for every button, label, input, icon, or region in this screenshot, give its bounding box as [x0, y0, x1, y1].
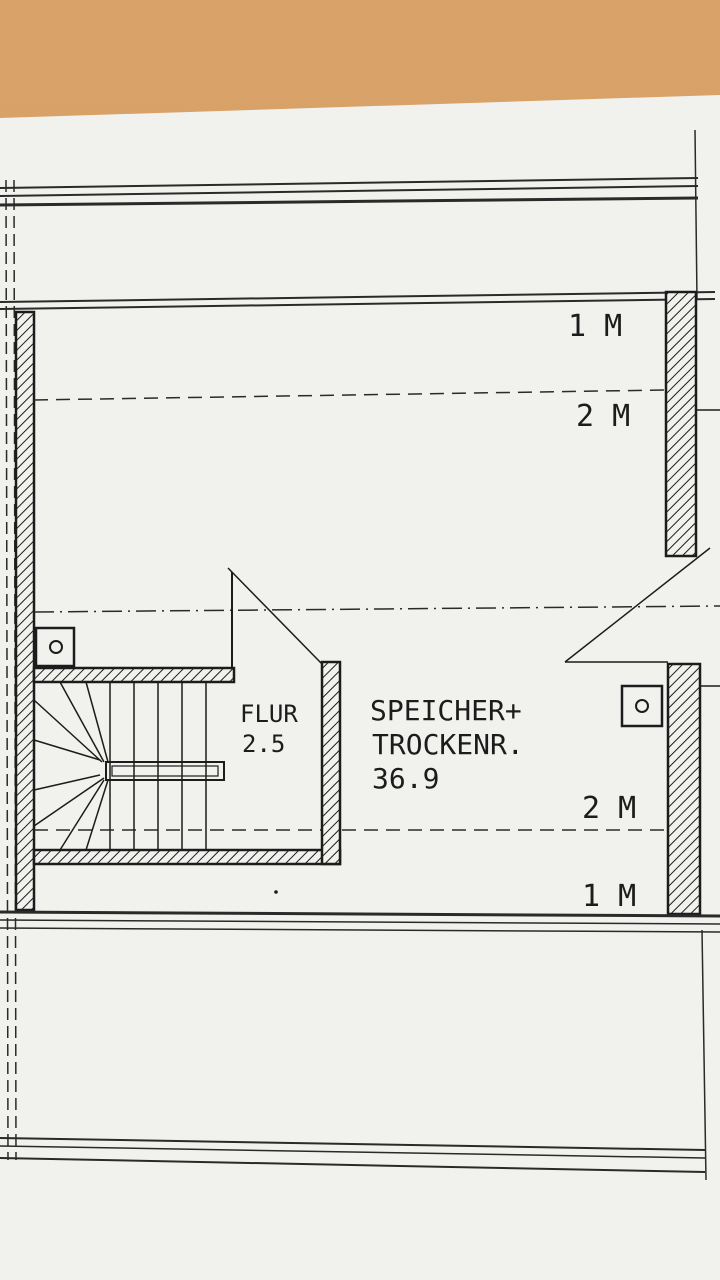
- right-door-swing: [564, 409, 720, 687]
- flur-door-swing: [227, 567, 323, 665]
- height-dashed-lines: [33, 389, 720, 831]
- speicher-label: SPEICHER+: [370, 694, 522, 727]
- right-wall-lower: [666, 662, 702, 916]
- height-mark-bottom-1m: 1 M: [582, 879, 636, 914]
- flur-label: FLUR: [240, 700, 298, 728]
- right-wall-upper: [664, 290, 698, 558]
- trockenraum-label: TROCKENR.: [372, 728, 524, 761]
- bottom-eave-lines: [0, 910, 720, 1181]
- stair-enclosure: [32, 572, 342, 866]
- chimney-icon: [34, 626, 76, 668]
- height-mark-top-2m: 2 M: [576, 399, 630, 434]
- top-eave-lines: [0, 129, 716, 310]
- chimney-icon-right: [620, 684, 664, 728]
- speicher-area: 36.9: [372, 762, 439, 795]
- height-mark-bottom-2m: 2 M: [582, 791, 636, 826]
- left-wall: [14, 310, 36, 912]
- dot-mark: [274, 890, 278, 894]
- paper-sheet: [0, 95, 720, 1280]
- stair-icon: [33, 681, 225, 851]
- flur-area: 2.5: [242, 730, 285, 758]
- height-mark-top-1m: 1 M: [568, 309, 622, 344]
